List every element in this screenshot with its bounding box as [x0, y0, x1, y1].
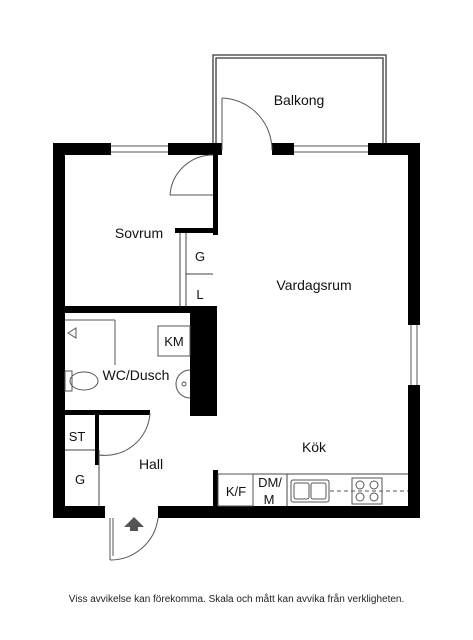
kitchen-fixtures [217, 473, 408, 507]
fixture-label-kf: K/F [226, 484, 246, 499]
fixture-label-m: M [264, 492, 275, 507]
balcony-outline [212, 54, 387, 150]
room-label-bedroom: Sovrum [115, 225, 163, 241]
door-swings [98, 97, 273, 561]
room-label-kitchen: Kök [302, 439, 327, 455]
room-label-hall: Hall [139, 456, 163, 472]
room-label-living-room: Vardagsrum [276, 277, 351, 293]
fixture-label-hall-g: G [75, 472, 85, 487]
fixture-label-wardrobe-g: G [195, 249, 205, 264]
sink-icon [290, 479, 330, 503]
disclaimer-text: Viss avvikelse kan förekomma. Skala och … [68, 594, 405, 605]
interior-walls [65, 155, 218, 506]
room-label-bathroom: WC/Dusch [103, 367, 170, 383]
fixture-label-km: KM [164, 334, 184, 349]
room-label-balcony: Balkong [274, 92, 325, 108]
bathroom-fixtures [64, 319, 191, 399]
entrance-arrow-icon [124, 517, 144, 531]
windows [111, 145, 418, 385]
stove-icon [351, 477, 383, 505]
outer-walls [53, 143, 420, 518]
fixture-label-dm: DM/ [258, 475, 282, 490]
fixture-label-st: ST [69, 429, 86, 444]
toilet-icon [69, 371, 99, 391]
sink-icon [175, 369, 191, 399]
fixture-label-wardrobe-l: L [196, 287, 203, 302]
